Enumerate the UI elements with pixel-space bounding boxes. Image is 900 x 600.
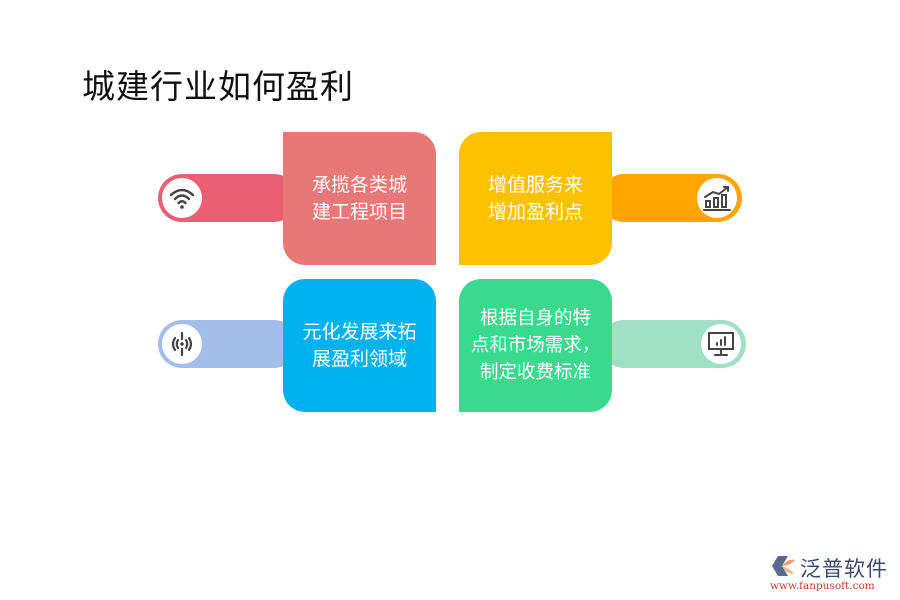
pill-bar-2 bbox=[600, 174, 742, 222]
card-2-text: 增值服务来 增加盈利点 bbox=[487, 173, 583, 223]
card-3-text: 元化发展来拓 展盈利领域 bbox=[302, 320, 417, 370]
logo-mark-icon bbox=[772, 556, 795, 576]
pill-bar-4 bbox=[600, 320, 746, 368]
logo-url: www.fanpusoft.com bbox=[770, 580, 875, 592]
card-4-text: 根据自身的特 点和市场需求， 制定收费标准 bbox=[470, 308, 601, 383]
card-2: 增值服务来 增加盈利点 bbox=[459, 132, 612, 265]
card-1-text: 承揽各类城 建工程项目 bbox=[311, 173, 407, 223]
pill-bar-1 bbox=[158, 174, 298, 222]
logo-name: 泛普软件 bbox=[800, 557, 888, 581]
card-4: 根据自身的特 点和市场需求， 制定收费标准 bbox=[459, 279, 612, 412]
icon-circle-2 bbox=[697, 178, 737, 218]
fanpu-logo: 泛普软件 www.fanpusoft.com bbox=[770, 553, 895, 597]
page-title: 城建行业如何盈利 bbox=[82, 67, 354, 106]
broadcast-signal-icon bbox=[171, 331, 193, 357]
pill-bar-3 bbox=[158, 320, 298, 368]
icon-circle-3 bbox=[162, 324, 202, 364]
card-1: 承揽各类城 建工程项目 bbox=[283, 132, 436, 265]
icon-circle-1 bbox=[162, 178, 202, 218]
wifi-icon bbox=[169, 188, 195, 209]
bar-chart-growth-icon bbox=[703, 186, 731, 211]
monitor-chart-icon bbox=[708, 332, 734, 356]
icon-circle-4 bbox=[701, 324, 741, 364]
card-3: 元化发展来拓 展盈利领域 bbox=[283, 279, 436, 412]
